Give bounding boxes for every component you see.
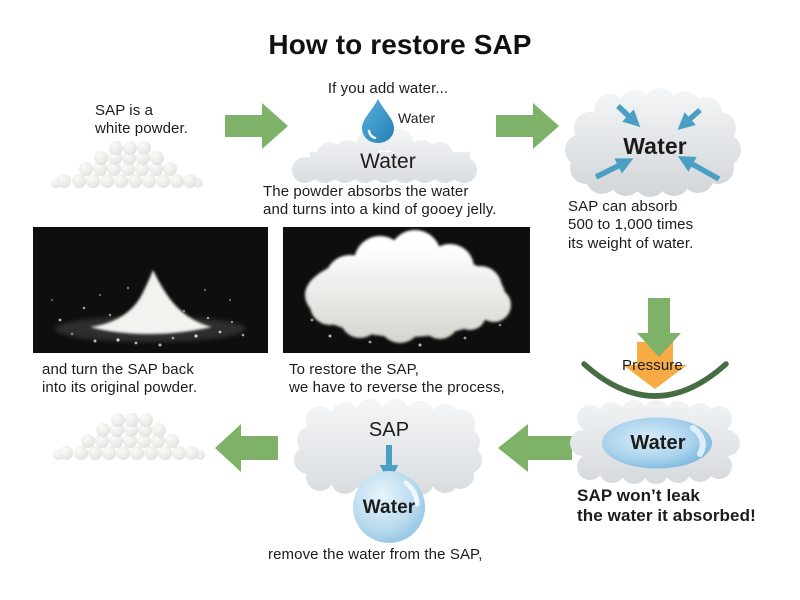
- wont-leak-line1: SAP won’t leak: [577, 486, 700, 505]
- add-water-heading: If you add water...: [327, 80, 449, 97]
- water-ball-label: Water: [362, 497, 416, 518]
- powder-caption-line1: SAP is a: [95, 102, 154, 119]
- absorbs-caption-line2: and turns into a kind of gooey jelly.: [263, 201, 497, 219]
- jelly-cloud-label: Water: [360, 150, 416, 173]
- absorb-cloud-label: Water: [623, 133, 687, 159]
- absorbs-caption: The powder absorbs the water and turns i…: [263, 183, 497, 220]
- wont-leak-caption: SAP won’t leak the water it absorbed!: [577, 486, 756, 526]
- powder-caption-line2: white powder.: [95, 120, 189, 138]
- held-water-label: Water: [630, 432, 686, 454]
- pressure-arrow-orange-icon: [623, 342, 687, 389]
- page-title: How to restore SAP: [268, 29, 532, 60]
- restore-caption-line2: we have to reverse the process,: [289, 379, 505, 397]
- flow-arrow-right-2-icon: [496, 103, 559, 149]
- absorb-caption-line3: its weight of water.: [568, 234, 694, 252]
- press-surface-arc: [581, 361, 729, 399]
- pressure-arrow-green-icon: [637, 298, 681, 357]
- restored-powder-pile-illustration: [53, 413, 205, 460]
- absorb-caption: SAP can absorb 500 to 1,000 times its we…: [568, 198, 693, 253]
- photo-sap-powder: [33, 227, 268, 353]
- released-water-ball-icon: [353, 471, 425, 543]
- sap-cloud-label: SAP: [368, 419, 410, 441]
- absorbs-caption-line1: The powder absorbs the water: [263, 183, 469, 200]
- flow-arrow-right-1-icon: [225, 103, 288, 149]
- wont-leak-line2: the water it absorbed!: [577, 506, 756, 526]
- flow-arrow-left-bottom-left-icon: [215, 424, 278, 472]
- absorb-caption-line1: SAP can absorb: [568, 198, 678, 215]
- pressure-label: Pressure: [622, 357, 683, 374]
- powder-pile-illustration: [51, 141, 203, 188]
- restore-caption-line1: To restore the SAP,: [289, 361, 420, 378]
- back-caption-line2: into its original powder.: [42, 379, 198, 397]
- inward-arrows-icon: [594, 104, 721, 182]
- restore-caption: To restore the SAP, we have to reverse t…: [289, 361, 505, 398]
- powder-caption: SAP is a white powder.: [95, 102, 188, 139]
- back-to-powder-caption: and turn the SAP back into its original …: [42, 361, 197, 398]
- held-water-ellipse-icon: [602, 417, 712, 469]
- back-caption-line1: and turn the SAP back: [42, 361, 194, 378]
- absorb-caption-line2: 500 to 1,000 times: [568, 216, 694, 234]
- remove-caption: remove the water from the SAP,: [268, 546, 483, 563]
- water-drop-icon: [362, 99, 394, 143]
- flow-arrow-left-bottom-middle-icon: [498, 424, 572, 472]
- photo-sap-jelly: [283, 227, 530, 353]
- drop-label: Water: [398, 110, 436, 126]
